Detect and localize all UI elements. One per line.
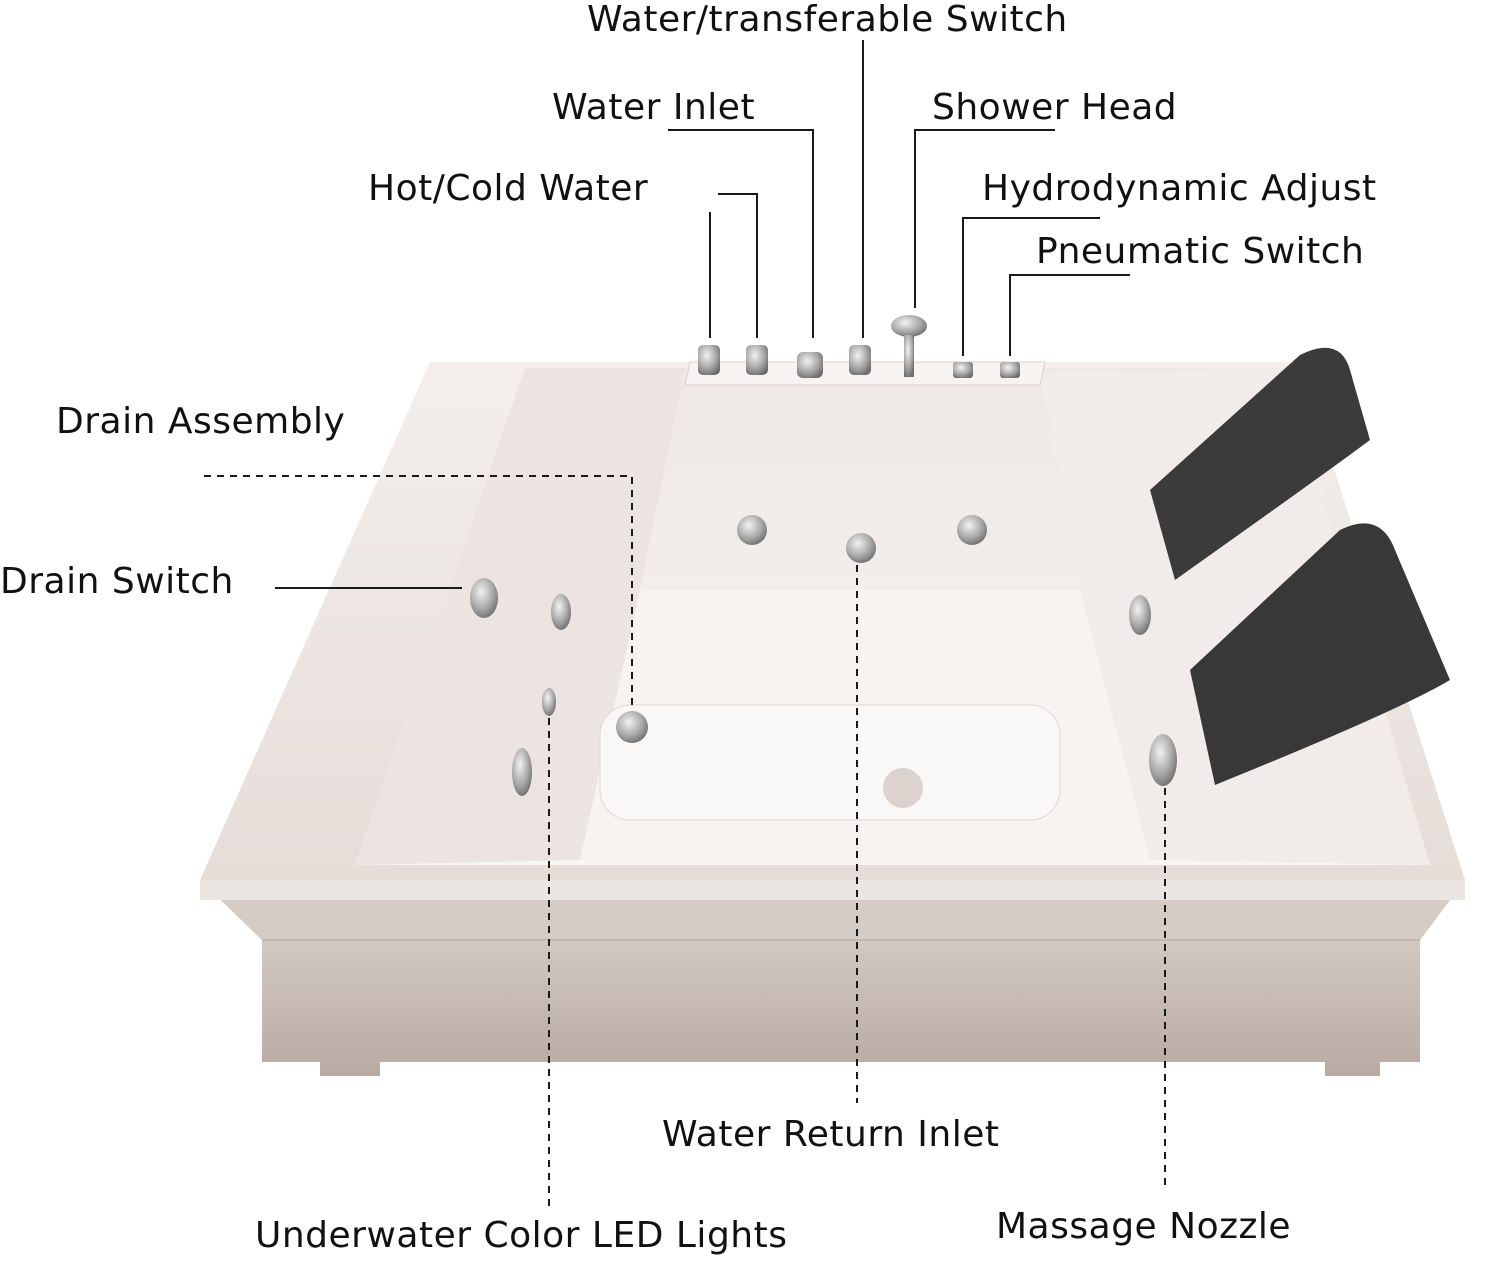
label-water-inlet: Water Inlet: [552, 87, 756, 128]
label-pneumatic-switch: Pneumatic Switch: [1036, 231, 1365, 272]
label-hot-cold-water: Hot/Cold Water: [368, 168, 649, 209]
headrests: [1150, 347, 1450, 785]
label-underwater-led: Underwater Color LED Lights: [255, 1215, 788, 1256]
deck-controls: [698, 315, 1020, 378]
jets: [470, 515, 1177, 796]
label-water-transfer-switch: Water/transferable Switch: [587, 0, 1068, 40]
label-drain-assembly: Drain Assembly: [56, 401, 346, 442]
leader-lines: [204, 40, 1166, 1207]
label-shower-head: Shower Head: [932, 87, 1178, 128]
label-hydrodynamic-adjust: Hydrodynamic Adjust: [982, 168, 1377, 209]
tub-base: [200, 880, 1465, 1076]
label-massage-nozzle: Massage Nozzle: [996, 1206, 1292, 1247]
label-water-return-inlet: Water Return Inlet: [662, 1114, 1000, 1155]
label-drain-switch: Drain Switch: [0, 561, 234, 602]
